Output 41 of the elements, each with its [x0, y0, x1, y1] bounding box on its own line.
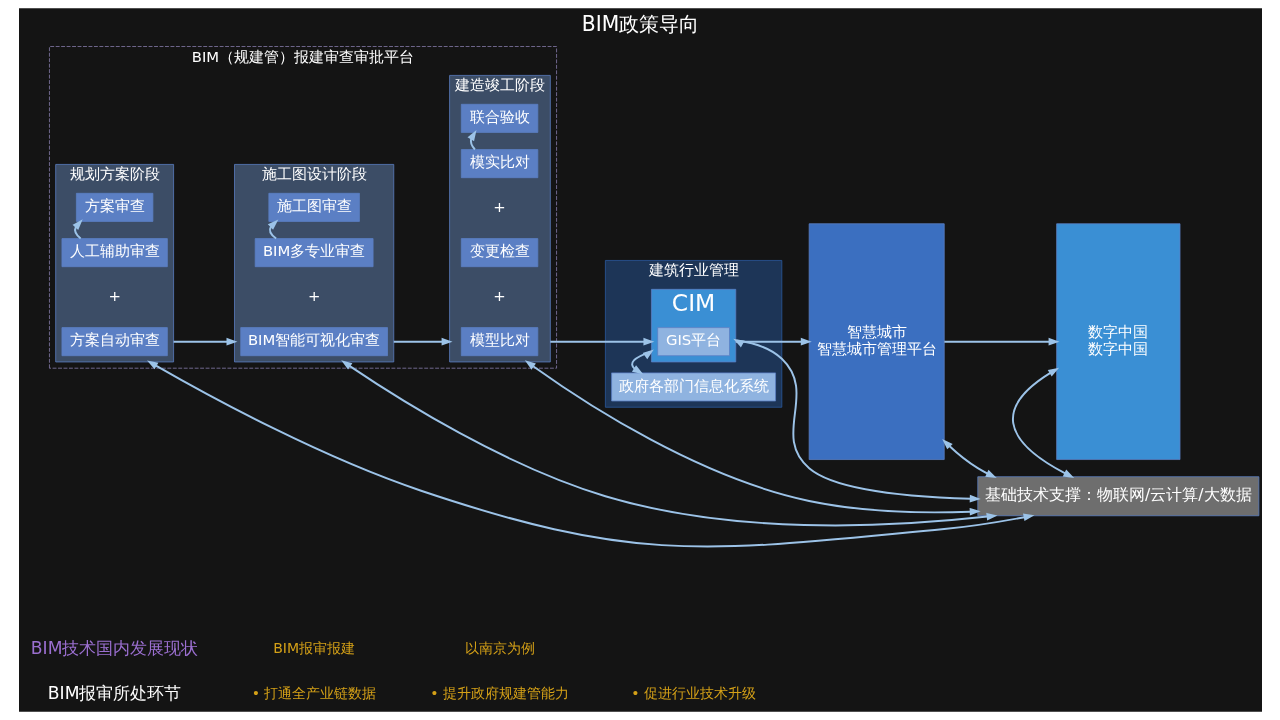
arrow: [630, 349, 654, 375]
node-box: 变更检查: [460, 238, 538, 268]
label: BIM报审报建: [272, 639, 355, 656]
node-box: 施工图审查: [267, 192, 360, 222]
arrow: [340, 360, 998, 527]
arrow: [146, 360, 1034, 548]
label: 以南京为例: [464, 639, 535, 656]
arrow: [941, 438, 997, 478]
node-box: 联合验收: [460, 103, 538, 133]
node-box: 数字中国 数字中国: [1055, 223, 1180, 460]
node-box: 方案自动审查: [61, 327, 168, 357]
node-box: BIM多专业审查: [254, 238, 373, 268]
label: BIM报审所处环节: [47, 682, 181, 703]
arrow: [524, 360, 981, 516]
node-box: BIM智能可视化审查: [239, 327, 388, 357]
node-box: 智慧城市 智慧城市管理平台: [808, 223, 945, 460]
node-box: 方案审查: [75, 192, 153, 222]
diagram-title: BIM政策导向: [581, 11, 699, 36]
arrow: [732, 338, 981, 503]
label: BIM技术国内发展现状: [30, 637, 198, 658]
node-box: 政府各部门信息化系统: [610, 372, 776, 402]
arrow: [548, 337, 654, 346]
label: +: [492, 197, 506, 215]
node-box: 模型比对: [460, 327, 538, 357]
arrow: [392, 337, 453, 346]
label: +: [492, 286, 506, 304]
arrow: [72, 219, 83, 240]
arrow: [267, 219, 278, 240]
node-box: 人工辅助审查: [61, 238, 168, 268]
label: +: [107, 286, 121, 304]
label: • 促进行业技术升级: [630, 685, 756, 701]
arrow: [734, 337, 812, 346]
node-box: 模实比对: [460, 149, 538, 179]
node-box: GIS平台: [656, 327, 730, 357]
label: • 提升政府规建管能力: [429, 685, 569, 701]
node-box: 基础技术支撑：物联网/云计算/大数据: [976, 476, 1259, 517]
label: • 打通全产业链数据: [251, 685, 377, 701]
label: +: [307, 286, 320, 304]
arrow: [1011, 367, 1074, 478]
arrow: [942, 337, 1060, 346]
arrow: [172, 337, 237, 346]
